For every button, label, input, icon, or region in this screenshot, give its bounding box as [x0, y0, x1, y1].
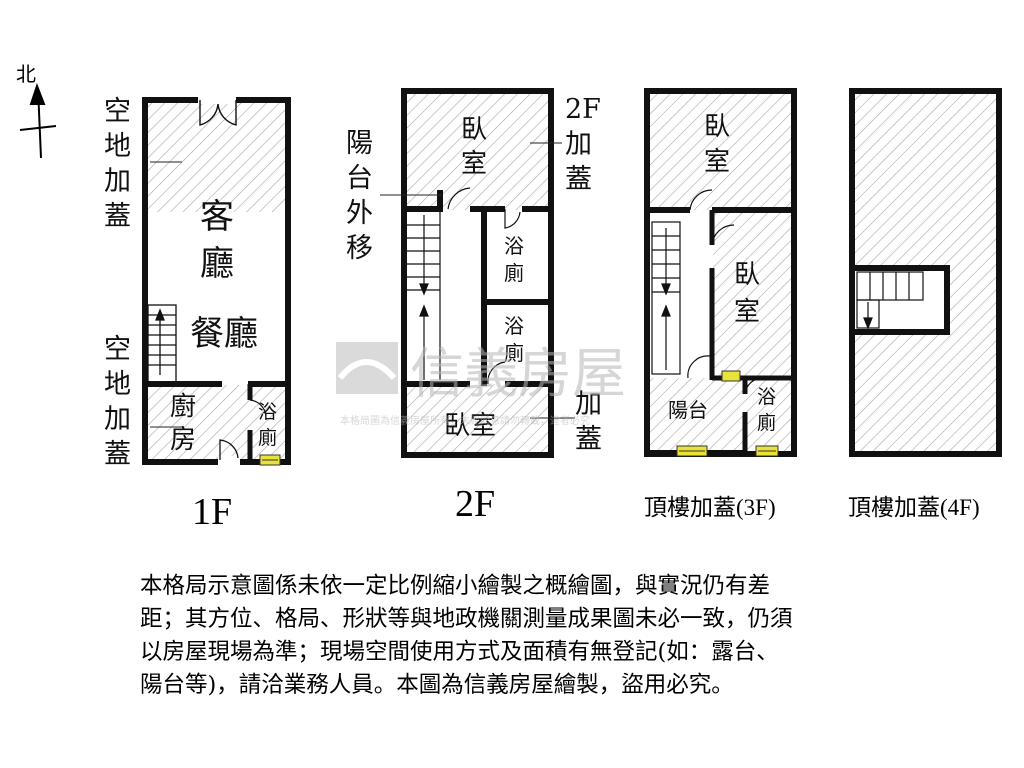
watermark-logo-icon	[336, 342, 398, 394]
watermark-notice: 本格局圖為信義房屋所有，未經同意請勿轉載，違者必究	[340, 414, 590, 427]
callout-1f-addon-bottom: 空 地 加 蓋	[104, 334, 131, 470]
stairs-icon	[856, 271, 924, 330]
room-3f-balcony: 陽台	[668, 398, 708, 422]
room-3f-bed-mid-char2: 室	[734, 297, 760, 327]
disclaimer-line: 本格局示意圖係未依一定比例縮小繪製之概繪圖，與實況仍有差	[140, 573, 771, 599]
callout-2f-addon-right: 加 蓋	[575, 389, 602, 455]
disclaimer-line: 以房屋現場為準；現場空間使用方式及面積有無登記(如：露台、	[140, 639, 779, 665]
floor-label-3f: 頂樓加蓋(3F)	[644, 495, 776, 520]
room-bath-a-char1: 浴	[504, 234, 524, 258]
stairs-icon	[147, 304, 177, 384]
svg-text:空: 空	[104, 334, 131, 365]
room-living-char1: 客	[200, 197, 234, 237]
svg-text:蓋: 蓋	[104, 201, 131, 232]
door-icon	[199, 100, 237, 126]
room-3f-bed-mid-char1: 臥	[734, 260, 760, 290]
svg-text:蓋: 蓋	[575, 424, 602, 455]
disclaimer-text: 本格局示意圖係未依一定比例縮小繪製之概繪圖，與實況仍有差 距；其方位、格局、形狀…	[140, 570, 1000, 702]
callout-1f-addon-top: 空 地 加 蓋	[104, 96, 131, 232]
svg-text:加: 加	[575, 389, 602, 420]
floor-4f-plan	[849, 88, 1002, 457]
floor-1f-plan	[142, 96, 291, 466]
room-bath-b-char2: 廁	[504, 341, 524, 365]
room-bed-bottom: 臥室	[444, 411, 496, 441]
floor-label-1f: 1F	[192, 491, 233, 533]
callout-2f-addon: 2F 加 蓋	[565, 94, 601, 195]
svg-text:加: 加	[104, 166, 131, 197]
room-kitchen-char1: 廚	[170, 392, 196, 422]
floor-2f-plan	[380, 88, 575, 458]
room-3f-bath-char1: 浴	[757, 386, 776, 408]
window-icon	[721, 370, 741, 382]
floor-label-4f: 頂樓加蓋(4F)	[848, 495, 980, 520]
floor-plan-drawing: 客 廳 餐廳 廚 房 浴 廁 空 地 加 蓋 空 地 加 蓋	[19, 83, 1002, 470]
room-kitchen-char2: 房	[170, 425, 196, 455]
disclaimer-line: 陽台等)，請洽業務人員。本圖為信義房屋繪製，盜用必究。	[140, 672, 734, 698]
svg-text:外: 外	[346, 198, 373, 229]
room-bed-top-char1: 臥	[461, 115, 487, 145]
svg-text:陽: 陽	[346, 128, 373, 159]
svg-text:2F: 2F	[565, 94, 601, 125]
room-3f-bath-char2: 廁	[757, 411, 776, 434]
room-bed-top-char2: 室	[461, 149, 487, 179]
room-bath-char1: 浴	[258, 401, 277, 423]
stairs-icon	[407, 212, 441, 380]
svg-text:加: 加	[565, 129, 592, 160]
floor-label-2f: 2F	[455, 483, 496, 525]
room-3f-bed-top-char1: 臥	[704, 112, 730, 142]
room-bath-a-char2: 廁	[504, 261, 524, 285]
svg-text:空: 空	[104, 96, 131, 127]
room-3f-bed-top-char2: 室	[704, 147, 730, 177]
room-living-char2: 廳	[200, 244, 234, 284]
svg-text:台: 台	[346, 163, 373, 194]
room-bath-b-char1: 浴	[504, 314, 524, 338]
compass-north-label: 北	[16, 62, 36, 86]
room-bath-char2: 廁	[258, 426, 277, 449]
svg-text:地: 地	[104, 131, 131, 162]
floor-3f-plan	[644, 88, 797, 457]
svg-text:蓋: 蓋	[565, 164, 592, 195]
callout-2f-balcony-moved: 陽 台 外 移	[346, 128, 373, 264]
north-arrow-icon	[19, 83, 57, 159]
disclaimer-line: 距；其方位、格局、形狀等與地政機關測量成果圖未必一致，仍須	[140, 606, 793, 632]
svg-text:移: 移	[346, 233, 373, 264]
watermark-brand: 信義房屋	[410, 342, 626, 405]
svg-text:蓋: 蓋	[104, 439, 131, 470]
svg-text:地: 地	[104, 369, 131, 400]
room-dining: 餐廳	[190, 314, 258, 354]
watermark: 信義房屋 本格局圖為信義房屋所有，未經同意請勿轉載，違者必究	[336, 342, 626, 427]
stairs-icon	[651, 221, 681, 375]
svg-text:加: 加	[104, 404, 131, 435]
